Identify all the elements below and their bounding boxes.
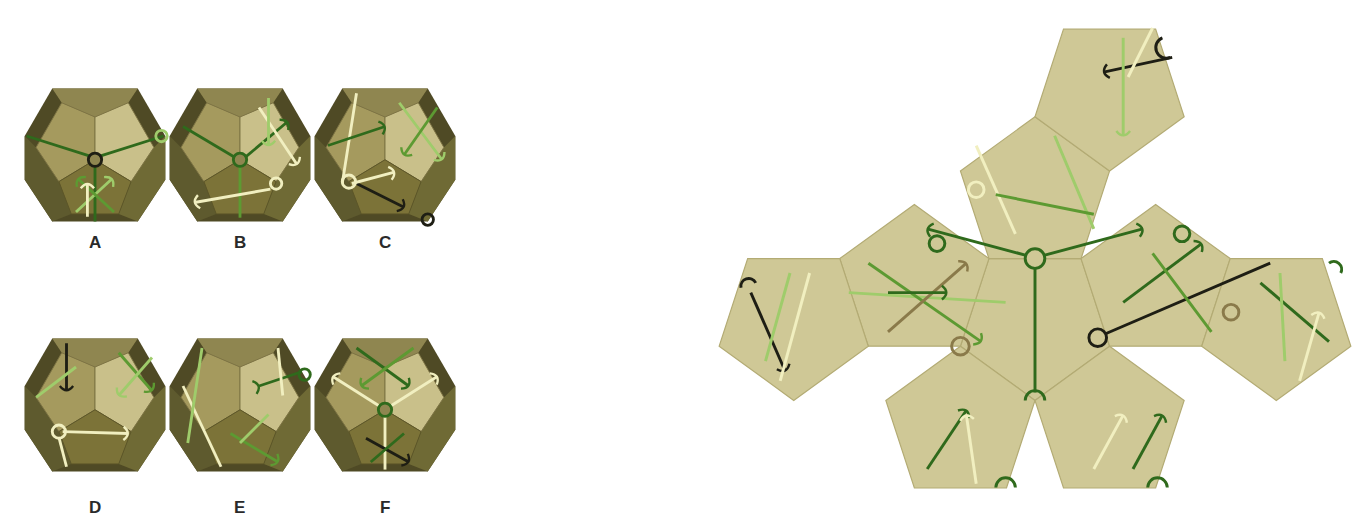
- option-letter: E: [232, 499, 247, 516]
- option-letter: A: [87, 234, 103, 251]
- dodecahedron-net: [719, 28, 1351, 488]
- option-letter: C: [377, 234, 393, 251]
- option-letter: B: [232, 234, 248, 251]
- option-letter: F: [378, 499, 392, 516]
- dodecahedron-a: [25, 89, 168, 222]
- dodecahedron-f: [315, 339, 456, 472]
- dodecahedron-d: [25, 339, 166, 472]
- dodecahedron-c: [315, 89, 456, 226]
- option-letter: D: [87, 499, 103, 516]
- dodecahedron-b: [170, 89, 311, 222]
- dodecahedron-e: [170, 339, 311, 472]
